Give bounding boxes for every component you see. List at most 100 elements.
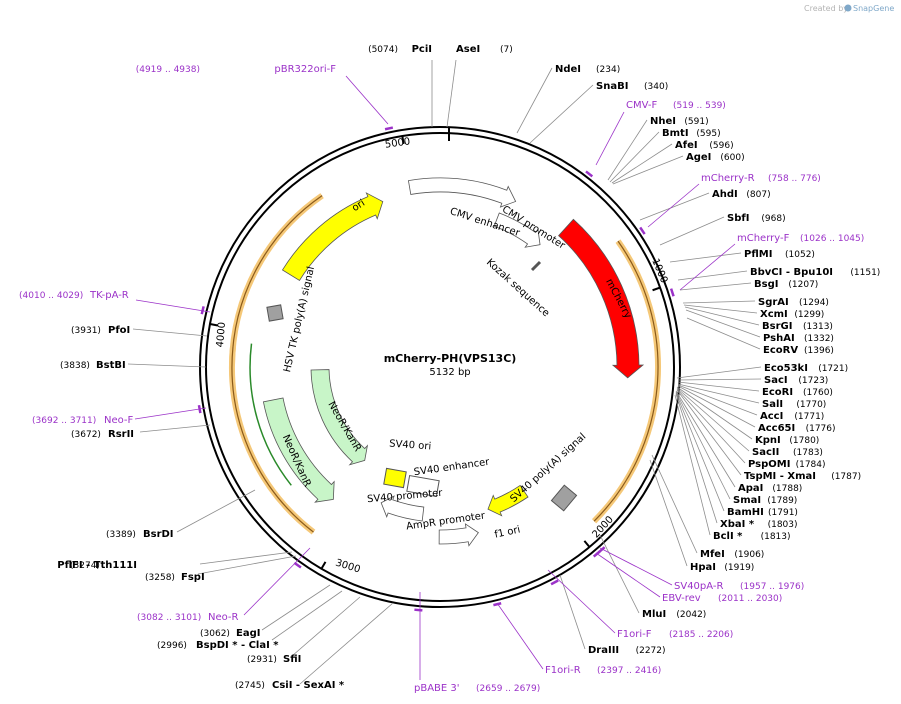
site-name[interactable]: SfiI <box>283 654 301 665</box>
site-name[interactable]: PflFI - Tth111I <box>57 560 137 571</box>
site-name[interactable]: AccI <box>760 411 783 422</box>
site-name[interactable]: MfeI <box>700 549 725 560</box>
site-position: (1332) <box>804 334 834 344</box>
primer-name[interactable]: Neo-R <box>208 612 239 623</box>
site-leader <box>676 366 762 379</box>
feature-arrow[interactable] <box>407 177 517 208</box>
leader-group <box>127 59 762 685</box>
site-name[interactable]: BsgI <box>754 279 778 290</box>
site-position: (3931) <box>71 326 101 336</box>
site-name[interactable]: MluI <box>642 609 666 620</box>
site-name[interactable]: SnaBI <box>596 81 628 92</box>
site-name[interactable]: XcmI <box>760 309 788 320</box>
primer-name[interactable]: SV40pA-R <box>674 581 723 592</box>
site-leader <box>675 393 718 524</box>
site-name[interactable]: HpaI <box>690 562 716 573</box>
site-name[interactable]: EcoRI <box>762 387 793 398</box>
site-name[interactable]: Acc65I <box>758 423 795 434</box>
site-name[interactable]: PciI <box>412 44 432 55</box>
site-name[interactable]: SgrAI <box>758 297 789 308</box>
primer-leader <box>679 243 736 291</box>
site-name[interactable]: AseI <box>456 44 480 55</box>
primer-name[interactable]: F1ori-R <box>545 665 581 676</box>
site-position: (1813) <box>761 532 791 542</box>
site-leader <box>139 424 211 433</box>
site-name[interactable]: BbvCI - Bpu10I <box>750 267 833 278</box>
feature-label: SV40 promoter <box>367 488 444 506</box>
site-name[interactable]: TspMI - XmaI <box>744 471 816 482</box>
site-name[interactable]: EcoRV <box>763 345 798 356</box>
site-name[interactable]: BclI * <box>713 531 743 542</box>
site-position: (1919) <box>724 563 754 573</box>
tick-mark <box>209 323 219 327</box>
site-name[interactable]: BsrDI <box>143 529 174 540</box>
feature-arrow[interactable] <box>438 523 479 547</box>
site-leader <box>607 119 648 181</box>
primer-leader <box>134 407 207 420</box>
site-name[interactable]: KpnI <box>755 435 781 446</box>
site-name[interactable]: DraIII <box>588 645 619 656</box>
site-name[interactable]: SalI <box>762 399 783 410</box>
site-name[interactable]: BamHI <box>727 507 764 518</box>
site-name[interactable]: BspDI * - ClaI * <box>196 640 279 651</box>
site-name[interactable]: XbaI * <box>720 519 755 530</box>
feature-arrow[interactable] <box>493 212 541 248</box>
tick-mark <box>583 540 591 548</box>
primer-name[interactable]: TK-pA-R <box>89 290 129 301</box>
primer-name[interactable]: F1ori-F <box>617 629 652 640</box>
site-name[interactable]: AhdI <box>712 189 738 200</box>
site-name[interactable]: PspOMI <box>748 459 790 470</box>
feature-arrow[interactable] <box>262 397 335 503</box>
primer-name[interactable]: mCherry-F <box>737 233 790 244</box>
plasmid-length: 5132 bp <box>429 367 470 378</box>
primer-name[interactable]: pBR322ori-F <box>274 64 336 75</box>
site-name[interactable]: NheI <box>650 116 676 127</box>
primer-leader <box>599 547 673 586</box>
site-leader <box>611 143 673 184</box>
primer-position: (3692 .. 3711) <box>32 416 96 426</box>
site-name[interactable]: NdeI <box>555 64 581 75</box>
feature-arrow[interactable] <box>487 484 529 517</box>
site-name[interactable]: SmaI <box>733 495 761 506</box>
site-name[interactable]: SacII <box>752 447 779 458</box>
hsv-tk-polya-box[interactable] <box>266 304 284 322</box>
primer-name[interactable]: pBABE 3' <box>414 683 460 694</box>
site-name[interactable]: BstBI <box>96 360 126 371</box>
site-position: (3672) <box>71 430 101 440</box>
orf-arc-line <box>231 195 323 365</box>
site-name[interactable]: AfeI <box>675 140 698 151</box>
site-name[interactable]: PfoI <box>108 325 130 336</box>
sv40-ori-box[interactable] <box>383 467 407 489</box>
site-name[interactable]: CsiI - SexAI * <box>272 680 345 691</box>
site-name[interactable]: FspI <box>181 572 205 583</box>
site-name[interactable]: SacI <box>764 375 788 386</box>
primer-name[interactable]: mCherry-R <box>701 173 755 184</box>
feature-arrow[interactable] <box>310 369 369 466</box>
feature-arrow[interactable] <box>380 495 425 522</box>
site-name[interactable]: Eco53kI <box>764 363 808 374</box>
site-name[interactable]: AgeI <box>686 152 711 163</box>
site-name[interactable]: SbfI <box>727 213 749 224</box>
sv40-enhancer-box[interactable] <box>406 474 440 498</box>
site-name[interactable]: BmtI <box>662 128 689 139</box>
site-position: (1299) <box>794 310 824 320</box>
primer-name[interactable]: EBV-rev <box>662 593 701 604</box>
primer-position: (519 .. 539) <box>673 101 726 111</box>
site-name[interactable]: ApaI <box>738 483 763 494</box>
site-name[interactable]: RsrII <box>108 429 134 440</box>
feature-arrow[interactable] <box>558 218 645 379</box>
site-position: (2931) <box>247 655 277 665</box>
site-leader <box>676 388 746 464</box>
site-name[interactable]: BsrGI <box>762 321 792 332</box>
primer-name[interactable]: CMV-F <box>626 100 657 111</box>
primer-name[interactable]: Neo-F <box>104 415 134 426</box>
site-name[interactable]: EagI <box>236 628 260 639</box>
site-leader <box>176 489 256 533</box>
plasmid-name: mCherry-PH(VPS13C) <box>384 352 517 365</box>
primer-position: (4919 .. 4938) <box>136 65 200 75</box>
sv40-polya-box[interactable] <box>550 484 578 512</box>
feature-arrow[interactable] <box>281 192 384 282</box>
site-name[interactable]: PshAI <box>763 333 795 344</box>
site-position: (234) <box>596 65 620 75</box>
site-name[interactable]: PflMI <box>744 249 772 260</box>
